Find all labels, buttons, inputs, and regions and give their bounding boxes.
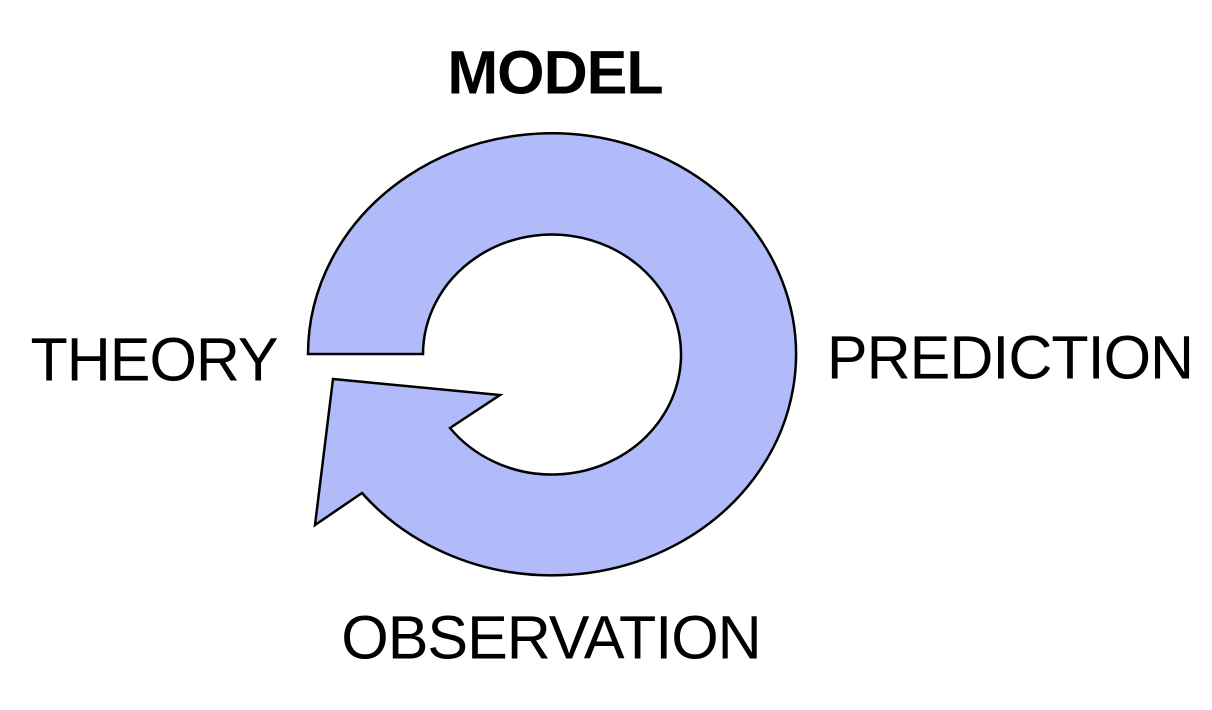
label-observation: OBSERVATION xyxy=(341,603,761,672)
clockwise-arrow-icon xyxy=(306,132,798,577)
label-model: MODEL xyxy=(447,38,663,107)
label-prediction: PREDICTION xyxy=(826,323,1194,392)
label-theory: THEORY xyxy=(30,325,278,394)
